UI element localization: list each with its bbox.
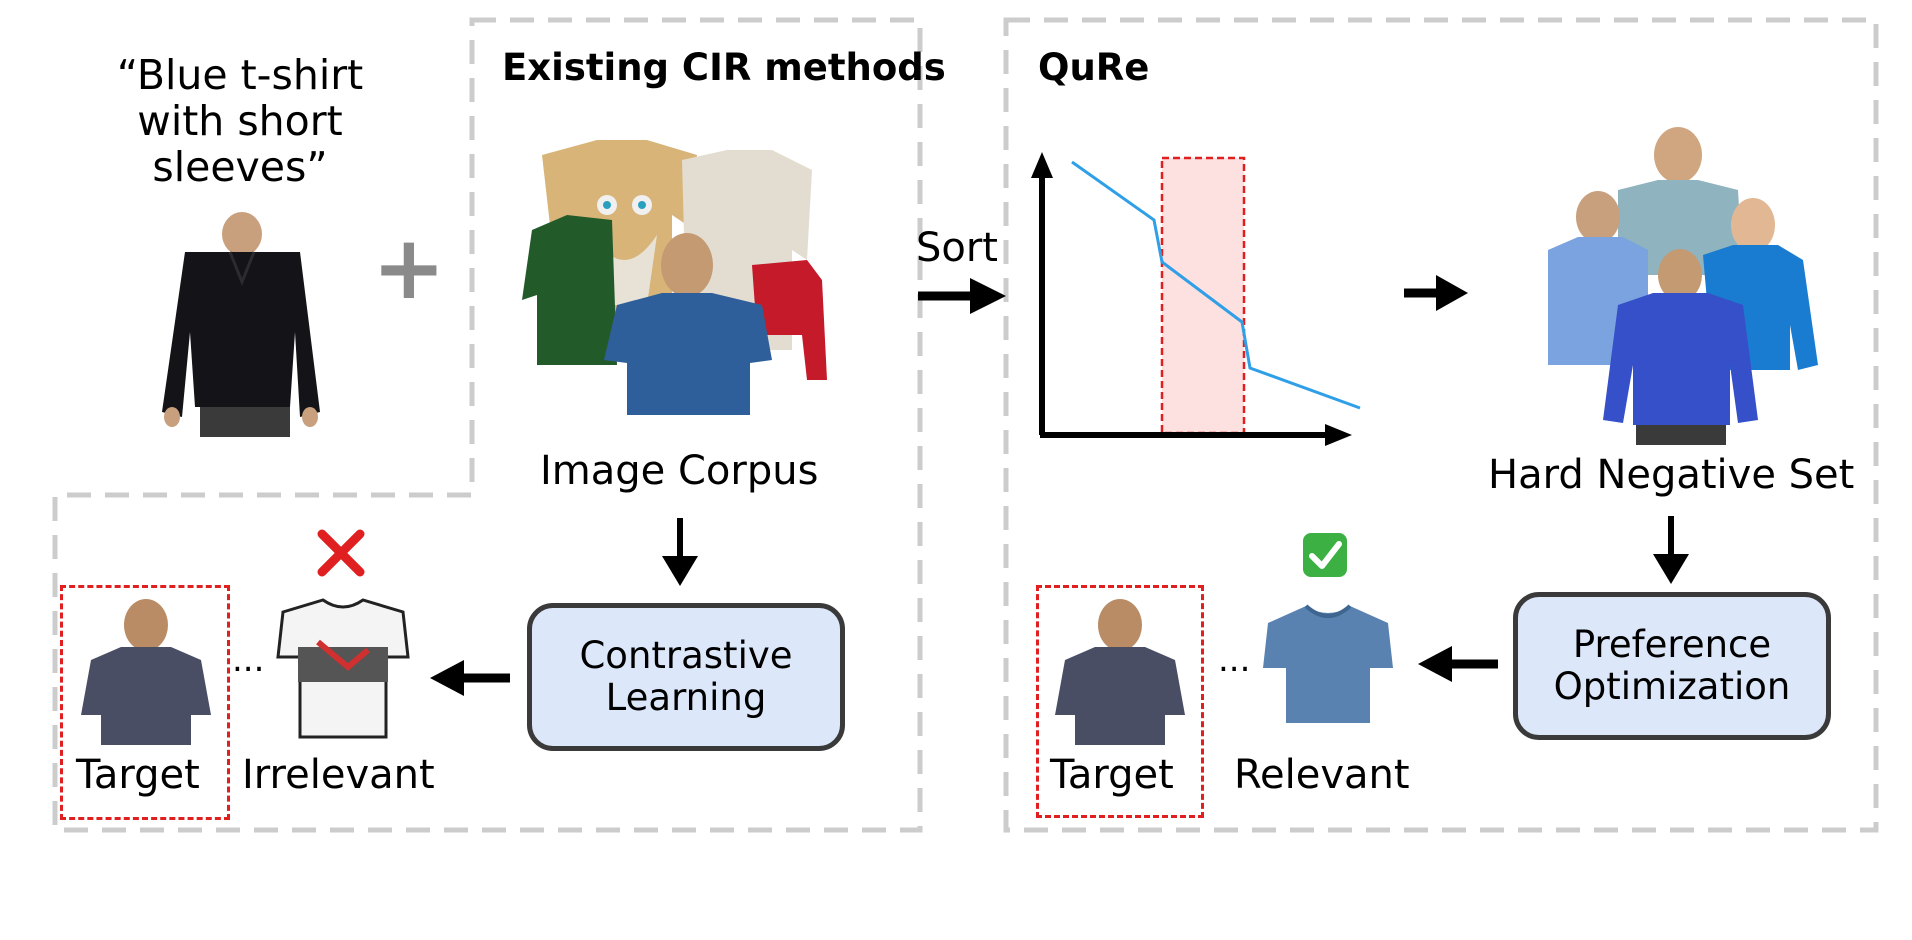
- arrow-right-sort: [918, 278, 1006, 314]
- existing-ellipsis: ...: [232, 640, 265, 680]
- preference-optimization-box: Preference Optimization: [1513, 592, 1831, 740]
- hard-negative-set-collage: [1548, 127, 1818, 445]
- green-check-icon: [1303, 533, 1347, 577]
- reference-shirt-image: [162, 212, 320, 437]
- image-corpus-label: Image Corpus: [540, 448, 819, 494]
- qure-target-frame: [1036, 585, 1204, 818]
- existing-title: Existing CIR methods: [502, 46, 946, 89]
- image-corpus-collage: [522, 140, 827, 415]
- qure-target-label: Target: [1050, 752, 1174, 798]
- preference-optimization-label: Preference Optimization: [1553, 623, 1791, 708]
- existing-target-label: Target: [76, 752, 200, 798]
- existing-target-frame: [60, 585, 230, 820]
- irrelevant-label: Irrelevant: [242, 752, 435, 798]
- green-shirt: [522, 215, 617, 365]
- arrow-down-qure: [1653, 516, 1689, 584]
- contrastive-learning-box: Contrastive Learning: [527, 603, 845, 751]
- hard-negative-set-label: Hard Negative Set: [1488, 452, 1855, 498]
- blue-tee-man: [604, 293, 772, 415]
- existing-target-image: [81, 599, 211, 745]
- hard-negative-highlight: [1160, 156, 1246, 435]
- score-curve-plot: [1031, 152, 1361, 446]
- arrow-down-existing: [662, 518, 698, 586]
- plus-symbol: +: [372, 216, 446, 319]
- relevant-label: Relevant: [1234, 752, 1410, 798]
- qure-title: QuRe: [1038, 46, 1150, 89]
- qure-target-image: [1055, 599, 1185, 745]
- sort-label: Sort: [916, 225, 998, 271]
- red-cross-icon: [317, 529, 365, 577]
- qure-region-frame: [1003, 17, 1879, 833]
- arrow-right-set: [1404, 275, 1468, 311]
- contrastive-learning-label: Contrastive Learning: [579, 634, 793, 719]
- irrelevant-shirt-image: [276, 598, 410, 739]
- arrow-left-existing: [430, 660, 510, 696]
- score-curve: [1071, 160, 1361, 410]
- query-text: “Blue t-shirt with short sleeves”: [116, 51, 364, 191]
- relevant-shirt-image: [1263, 604, 1393, 723]
- red-shirt: [752, 260, 827, 380]
- arrow-left-qure: [1418, 646, 1498, 682]
- qure-ellipsis: ...: [1218, 640, 1251, 680]
